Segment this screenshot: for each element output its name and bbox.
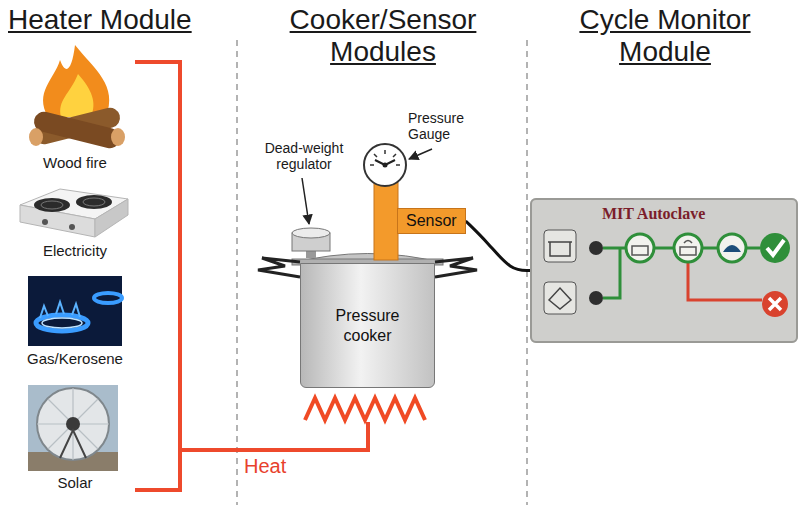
heat-line (180, 422, 368, 450)
stand (60, 430, 86, 458)
flame-ring (36, 315, 88, 331)
module-separator (526, 40, 528, 505)
success-indicator (760, 233, 790, 263)
burner-flames (305, 398, 425, 420)
coil-ring (41, 201, 63, 209)
heat-source-label: Gas/Kerosene (15, 350, 135, 367)
pressure-cooker-body: Pressure cooker (300, 263, 435, 388)
sensor-cable (466, 221, 530, 271)
flame-core (60, 74, 93, 117)
heat-source-label: Wood fire (15, 154, 135, 171)
cooker-handle (435, 258, 477, 277)
stage-glyph (680, 241, 696, 256)
fail-cross (769, 298, 781, 310)
flame-ring (94, 293, 122, 303)
leader-line (302, 178, 309, 224)
check-mark (767, 240, 784, 255)
status-icon (544, 282, 576, 314)
coil (34, 198, 70, 212)
coil (76, 195, 112, 209)
log (32, 110, 122, 151)
cycle-path (603, 248, 620, 298)
module-heading: Cooker/Sensor Modules (266, 4, 500, 68)
panel-plate (530, 198, 798, 343)
stage-glyph (723, 245, 741, 252)
cooker-glyph (548, 242, 572, 256)
reflector-dish (37, 388, 109, 460)
node-text: Sensor (406, 212, 457, 230)
stage-glyph (632, 246, 648, 255)
log-end (111, 128, 125, 146)
stage-indicator (626, 234, 654, 262)
callout-label: Dead-weight regulator (248, 140, 360, 172)
fail-indicator (762, 291, 788, 317)
log-end (29, 128, 43, 146)
sensor-box: Sensor (397, 208, 466, 234)
leader-line (409, 149, 432, 159)
cooker-handle (258, 258, 300, 277)
dish-ribs (37, 388, 109, 460)
panel-face (530, 198, 798, 343)
solar-cooker-icon (28, 385, 118, 471)
node-text: MIT Autoclave (602, 205, 786, 223)
wood-fire-icon (29, 45, 125, 150)
burner-ground (28, 276, 122, 346)
stage-indicator (718, 234, 746, 262)
indicator-led (589, 241, 603, 255)
heat-source-label: Electricity (15, 242, 135, 259)
warning-glyph (549, 288, 571, 309)
heat-bracket (135, 62, 180, 490)
status-icon (544, 230, 576, 262)
fail-path (688, 258, 762, 300)
pressure-gauge (364, 144, 406, 186)
stage-indicator (674, 234, 702, 262)
flame (43, 45, 109, 117)
knob (42, 219, 48, 225)
sensor-mount (374, 180, 398, 260)
module-heading: Heater Module (8, 4, 240, 36)
module-heading: Cycle Monitor Module (548, 4, 782, 68)
node-text: Pressure cooker (315, 306, 420, 344)
heat-source-label: Solar (15, 474, 135, 491)
module-separator (236, 40, 238, 505)
indicator-led (589, 291, 603, 305)
heat-label: Heat (244, 455, 314, 478)
coil-ring (83, 198, 105, 206)
regulator-top (292, 228, 330, 238)
gauge-hub (383, 163, 388, 168)
sky (28, 385, 118, 471)
hot-plate-icon (20, 189, 128, 237)
flame-ring-core (42, 318, 82, 328)
callout-label: Pressure Gauge (408, 110, 486, 142)
knob (69, 224, 75, 230)
gas-burner-icon (28, 276, 122, 346)
flame-tips (40, 302, 80, 318)
cycle-monitor-panel: MIT Autoclave (530, 198, 798, 343)
